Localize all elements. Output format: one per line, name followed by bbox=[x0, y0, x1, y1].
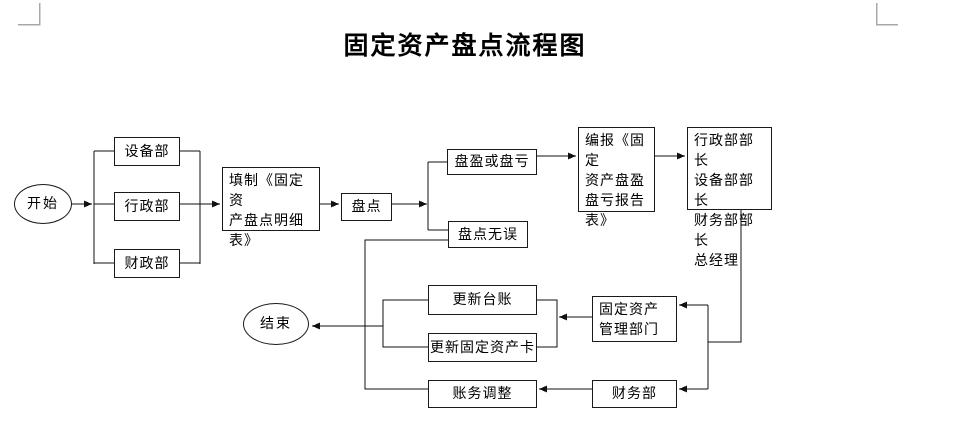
page-title: 固定资产盘点流程图 bbox=[343, 31, 587, 60]
node-update-asset-card[interactable]: 更新固定资产卡 bbox=[428, 333, 537, 362]
node-approvers[interactable]: 行政部部长 设备部部长 财务部部长 总经理 bbox=[687, 127, 772, 269]
connector-correct-to-adjustment bbox=[364, 239, 448, 390]
node-equipment-dept[interactable]: 设备部 bbox=[114, 137, 180, 166]
connector-update-right-bracket bbox=[537, 299, 558, 348]
connector-approvers-downfeed bbox=[708, 210, 742, 343]
node-finance-dept-bottom[interactable]: 财务部 bbox=[592, 380, 677, 408]
node-asset-mgmt-dept[interactable]: 固定资产 管理部门 bbox=[592, 296, 677, 342]
node-end[interactable]: 结束 bbox=[243, 303, 309, 345]
connector-update-left-bracket bbox=[382, 299, 428, 348]
node-report-table[interactable]: 编报《固定 资产盘盈 盘亏报告 表》 bbox=[578, 127, 655, 229]
node-update-ledger[interactable]: 更新台账 bbox=[428, 285, 537, 315]
node-finance-dept-top[interactable]: 财政部 bbox=[114, 249, 180, 278]
node-inventory[interactable]: 盘点 bbox=[341, 193, 392, 221]
node-surplus-or-deficit[interactable]: 盘盈或盘亏 bbox=[447, 149, 537, 175]
node-admin-dept[interactable]: 行政部 bbox=[114, 192, 180, 221]
node-fill-detail-table[interactable]: 填制《固定资 产盘点明细 表》 bbox=[222, 167, 320, 249]
node-account-adjustment[interactable]: 账务调整 bbox=[428, 380, 537, 408]
node-inventory-correct[interactable]: 盘点无误 bbox=[448, 221, 528, 248]
page-corner-mark-top-right bbox=[875, 3, 898, 26]
page-corner-mark-top-left bbox=[18, 3, 41, 26]
node-start[interactable]: 开始 bbox=[14, 184, 72, 224]
